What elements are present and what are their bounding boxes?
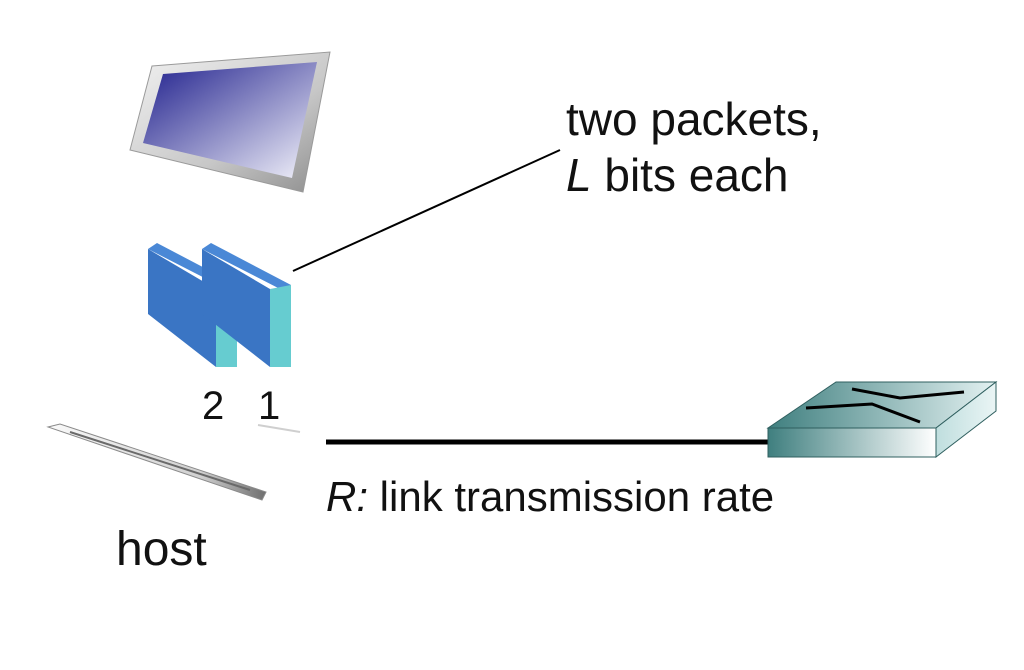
annotation-length-variable: L: [566, 149, 592, 201]
laptop-keyboard: [69, 431, 251, 491]
packet-icon: [202, 243, 291, 367]
router-side: [935, 380, 997, 459]
router-front: [767, 427, 937, 458]
packet-number-2: 2: [202, 384, 225, 428]
link-rate-label: R: link transmission rate: [326, 476, 774, 518]
packet-1-edge: [270, 285, 291, 367]
laptop-icon: [46, 51, 331, 501]
router-switch-arrows: [805, 387, 965, 424]
packet-number-1: 1: [258, 384, 281, 428]
packet-1-front: [202, 249, 270, 367]
packet-1-top: [202, 243, 291, 291]
annotation-length-text: bits each: [591, 149, 789, 201]
link-rate-text: link transmission rate: [368, 473, 775, 520]
link-rate-variable: R:: [326, 473, 368, 520]
packet-2-front: [148, 249, 216, 367]
annotation-pointer-line: [292, 149, 561, 272]
annotation-text-line1: two packets,: [566, 93, 822, 145]
host-label: host: [116, 523, 207, 576]
laptop-hinge: [257, 424, 301, 433]
router-icon: [766, 380, 998, 459]
annotation-text-line2: L bits each: [566, 152, 789, 198]
laptop-screen: [143, 62, 317, 178]
